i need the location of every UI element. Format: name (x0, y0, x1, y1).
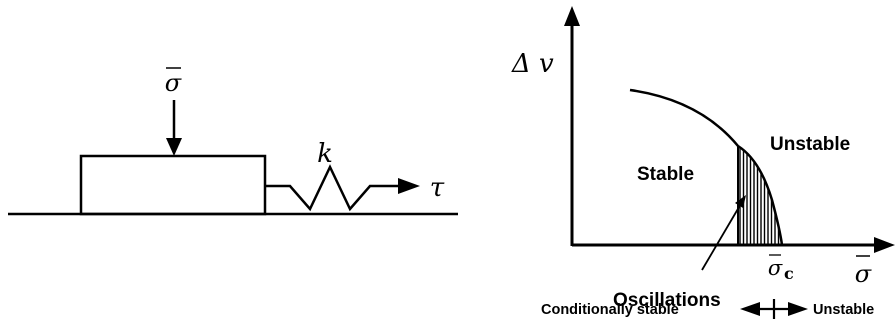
y-axis-label: Δ v (511, 49, 554, 79)
conditionally-stable-label: Conditionally stable (541, 302, 679, 318)
critical-stress-subscript: c (784, 264, 794, 283)
stability-plot: Δ v Stable Unstable Oscillations (511, 6, 895, 319)
normal-stress-symbol: σ (165, 69, 182, 97)
stable-region-label: Stable (637, 164, 694, 185)
critical-stress-symbol: σ (768, 256, 783, 280)
x-axis-symbol: σ (855, 260, 872, 288)
oscillations-pointer (701, 201, 743, 271)
transition-arrows (740, 299, 808, 319)
block-spring-model: σ k τ (8, 67, 458, 216)
shear-arrow-head (398, 178, 420, 194)
critical-stress-label: σ c (768, 254, 794, 283)
unstable-legend-label: Unstable (813, 302, 874, 318)
spring-stiffness-label: k (317, 139, 333, 169)
x-axis-label: σ (855, 255, 872, 288)
spring (265, 164, 398, 212)
oscillations-label: Oscillations (613, 290, 721, 311)
oscillations-pointer-head (735, 195, 746, 208)
y-axis-arrow (564, 6, 580, 26)
x-axis-arrow (874, 237, 895, 253)
stability-boundary-curve (629, 88, 784, 246)
normal-stress-label: σ (165, 67, 182, 97)
sliding-block (79, 154, 267, 216)
normal-stress-arrow (166, 100, 182, 156)
oscillation-region (739, 146, 782, 245)
unstable-region-label: Unstable (770, 134, 850, 155)
shear-stress-label: τ (430, 173, 445, 203)
